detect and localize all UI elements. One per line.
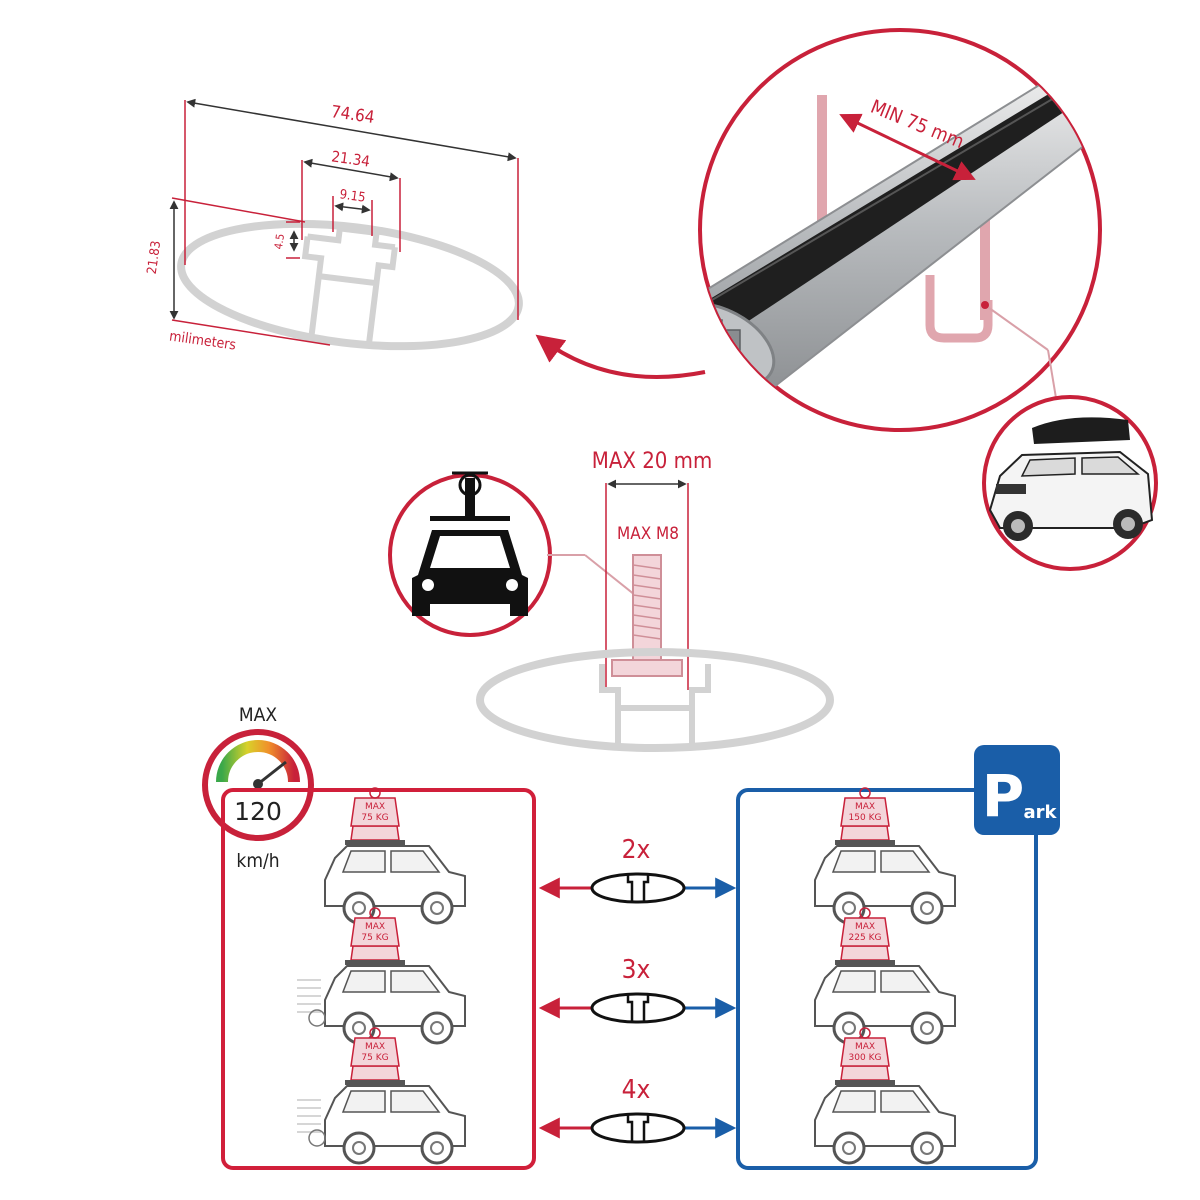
t-bolt: [611, 554, 683, 677]
pointer-arrow: [535, 334, 706, 379]
dimension-height: 21.83: [145, 240, 165, 275]
roof-box: [1032, 417, 1130, 444]
bike-carrier-circle: [388, 471, 649, 637]
car-bike-icon: [412, 471, 528, 616]
driving-load-sign-line: 75 KG: [361, 813, 388, 823]
dimension-overall-width: 74.64: [330, 102, 376, 128]
park-sign: P ark: [974, 745, 1060, 835]
mini-bar-profile: [590, 992, 686, 1024]
suv-roof-box-circle: [982, 395, 1158, 571]
parking-load-sign-line: MAX: [855, 1042, 875, 1052]
profile-cross-section: 74.64 21.34 9.15 4.5 21.83 milimeters: [145, 98, 523, 354]
bar-rubber-strip: [700, 72, 1100, 330]
bar-count-label: 4x: [622, 1075, 651, 1105]
gauge-arc: [216, 740, 300, 783]
parking-load-sign-line: MAX: [855, 802, 875, 812]
bar-zoom-circle: MIN 75 mm: [698, 28, 1102, 432]
bar-count-label: 3x: [622, 955, 651, 985]
park-sign-text: ark: [1024, 802, 1058, 823]
parking-load-sign-line: 225 KG: [849, 933, 882, 943]
bar-count-label: 2x: [622, 835, 651, 865]
park-sign-letter: P: [982, 762, 1025, 830]
speed-max-label: MAX: [239, 704, 277, 726]
driving-load-sign-line: 75 KG: [361, 1053, 388, 1063]
suv-icon: [988, 417, 1154, 541]
min-distance-arrow: [839, 113, 976, 181]
parking-load-panel: [736, 788, 1038, 1170]
t-bolt-diagram: MAX 20 mm MAX M8: [476, 449, 834, 752]
max-thread-label: MAX M8: [617, 524, 679, 544]
dimension-lines: [169, 98, 519, 346]
speed-unit: km/h: [236, 850, 279, 872]
dimension-slot-outer-width: 21.34: [330, 147, 371, 170]
unit-label: milimeters: [168, 328, 237, 353]
parking-load-sign-line: MAX: [855, 922, 875, 932]
dimension-slot-depth: 4.5: [272, 233, 287, 250]
profile-t-slot: [301, 224, 398, 346]
mini-bar-profile: [590, 872, 686, 904]
driving-load-sign-line: MAX: [365, 1042, 385, 1052]
driving-load-sign-line: MAX: [365, 922, 385, 932]
dimension-slot-inner-width: 9.15: [339, 187, 367, 205]
parking-load-sign-line: 300 KG: [849, 1053, 882, 1063]
speed-gauge: MAX 120 km/h: [202, 704, 314, 872]
parking-load-sign-line: 150 KG: [849, 813, 882, 823]
t-bolt-profile: [476, 648, 834, 752]
speed-value: 120: [234, 797, 282, 826]
max-width-label: MAX 20 mm: [592, 449, 712, 474]
driving-load-sign-line: MAX: [365, 802, 385, 812]
driving-load-sign-line: 75 KG: [361, 933, 388, 943]
mini-bar-profile: [590, 1112, 686, 1144]
